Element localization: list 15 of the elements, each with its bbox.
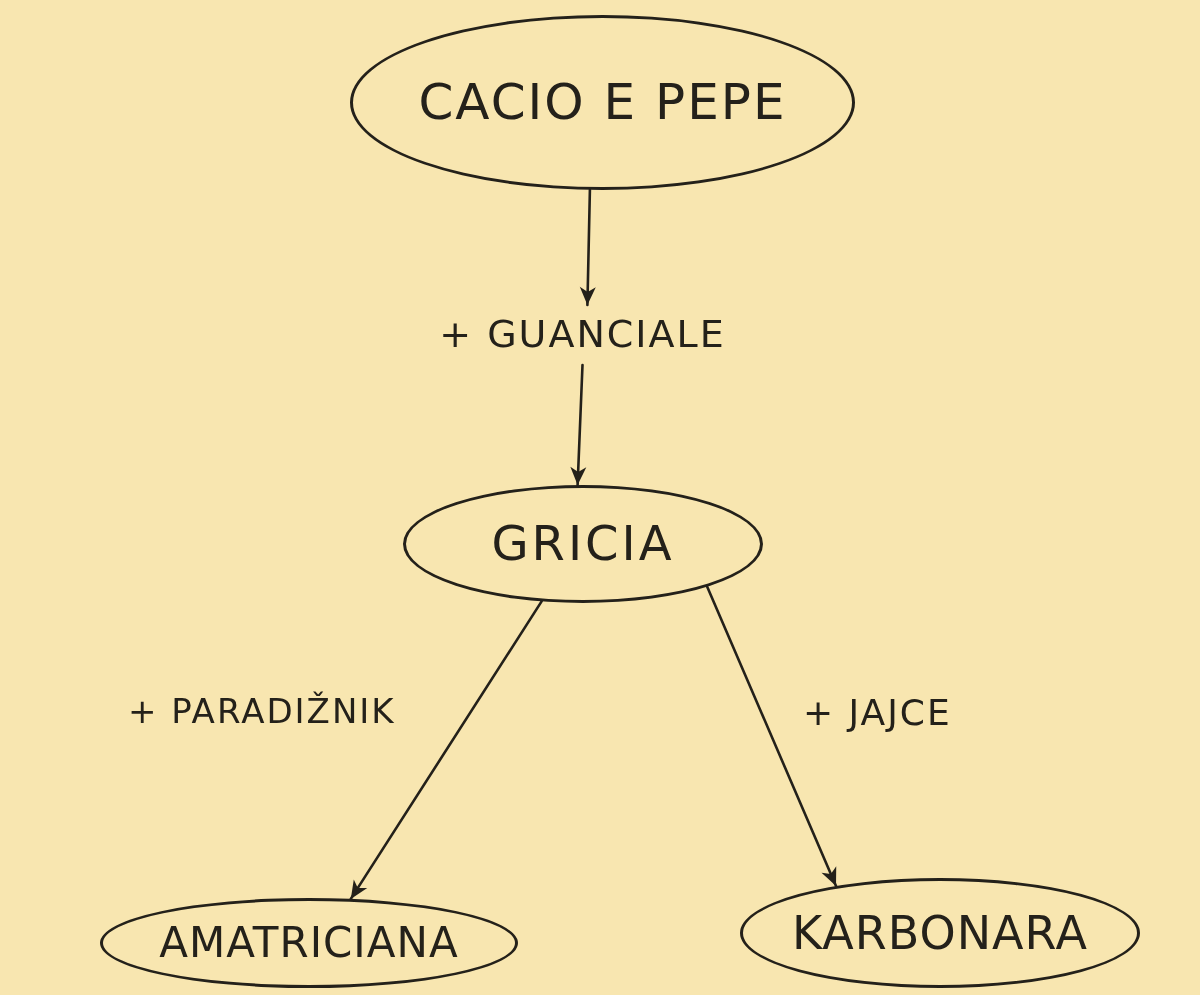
edge-label: + JAJCE: [803, 692, 952, 734]
edge-label: + PARADIŽNIK: [128, 692, 396, 732]
ellipse-node: [740, 878, 1140, 988]
arrow: [705, 585, 838, 888]
node-label: AMATRICIANA: [159, 918, 459, 968]
text-label: + GUANCIALE: [420, 305, 745, 365]
arrow: [570, 363, 587, 487]
arrow: [579, 188, 596, 307]
ellipse-node: [350, 15, 855, 190]
ellipse-node: [403, 485, 763, 603]
node-label: CACIO E PEPE: [418, 73, 787, 132]
arrow: [349, 600, 543, 901]
node-label: GRICIA: [491, 516, 675, 572]
node-label: KARBONARA: [791, 906, 1089, 960]
ellipse-node: [100, 898, 518, 988]
